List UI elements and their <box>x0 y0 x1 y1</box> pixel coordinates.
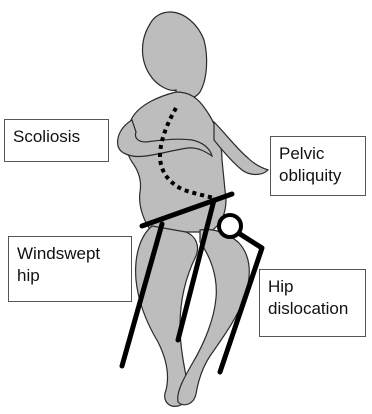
windswept-hip-label-line-1: Windswept <box>17 243 123 265</box>
scoliosis-label: Scoliosis <box>4 119 109 162</box>
windswept-hip-label: Windswept hip <box>8 236 132 302</box>
pelvic-obliquity-label-line-1: Pelvic <box>279 143 357 165</box>
pelvic-obliquity-label-line-2: obliquity <box>279 165 357 187</box>
head-shape <box>143 12 207 101</box>
windswept-hip-label-line-2: hip <box>17 265 123 287</box>
hip-dislocation-label: Hip dislocation <box>259 269 366 337</box>
pelvic-obliquity-label: Pelvic obliquity <box>270 136 366 196</box>
scoliosis-label-line-1: Scoliosis <box>13 126 100 148</box>
hip-dislocation-label-line-2: dislocation <box>268 298 357 320</box>
hip-dislocation-label-line-1: Hip <box>268 276 357 298</box>
